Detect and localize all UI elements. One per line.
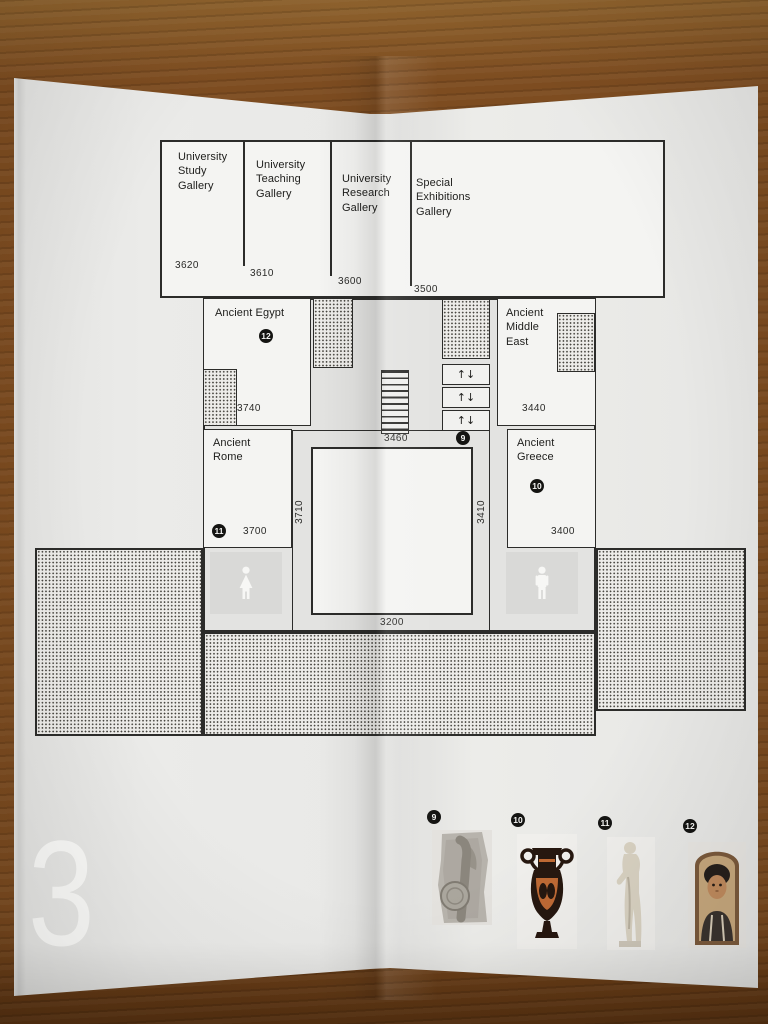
service-area-hatched: [442, 299, 490, 359]
stairs-icon: [381, 370, 409, 434]
marble-statue-artifact-image: [607, 837, 655, 950]
map-marker-11: 11: [212, 524, 226, 538]
legend-marker-9: 9: [427, 810, 441, 824]
legend-marker-10: 10: [511, 813, 525, 827]
room-number-3400: 3400: [551, 526, 575, 537]
gallery-divider-wall: [410, 140, 412, 286]
greek-volute-krater-artifact-image: [517, 834, 577, 949]
elevator-icon: ↑↓: [442, 364, 490, 385]
room-number-3500: 3500: [414, 284, 438, 295]
gallery-label-university-research: University Research Gallery: [342, 173, 392, 214]
room-number-3700: 3700: [243, 526, 267, 537]
page-number: 3: [28, 809, 95, 977]
map-marker-9: 9: [456, 431, 470, 445]
service-area-hatched: [203, 369, 237, 426]
room-label-ancient-rome: Ancient Rome: [213, 437, 251, 464]
service-area-hatched-left: [35, 548, 203, 736]
room-number-3610: 3610: [250, 268, 274, 279]
ancient-rome-room: [203, 429, 292, 548]
male-restroom: [506, 552, 578, 614]
gallery-label-special-exhibitions: Special Exhibitions Gallery: [416, 177, 471, 218]
ancient-greece-room: [507, 429, 596, 548]
male-restroom-icon: [535, 566, 549, 599]
map-marker-10: 10: [530, 479, 544, 493]
room-label-ancient-egypt: Ancient Egypt: [215, 307, 285, 319]
gallery-label-university-teaching: University Teaching Gallery: [256, 159, 306, 200]
service-area-hatched: [557, 313, 595, 372]
corridor-number-3460: 3460: [384, 433, 408, 444]
courtyard: [311, 447, 473, 615]
service-area-hatched-bottom: [203, 632, 596, 736]
corridor-number-3710: 3710: [294, 500, 305, 524]
corridor-number-3410: 3410: [476, 500, 487, 524]
female-restroom: [210, 552, 282, 614]
courtyard-corridor-ring: [292, 430, 490, 632]
stone-relief-artifact-image: [432, 830, 492, 925]
room-number-3600: 3600: [338, 276, 362, 287]
gallery-label-university-study: University Study Gallery: [178, 151, 228, 192]
legend-marker-11: 11: [598, 816, 612, 830]
room-label-ancient-greece: Ancient Greece: [517, 437, 555, 464]
corridor-number-3200: 3200: [380, 617, 404, 628]
elevator-icon: ↑↓: [442, 410, 490, 431]
room-label-ancient-middle-east: Ancient Middle East: [506, 307, 544, 348]
map-marker-12: 12: [259, 329, 273, 343]
elevator-bank: ↑↓ ↑↓ ↑↓: [442, 364, 490, 433]
elevator-icon: ↑↓: [442, 387, 490, 408]
gallery-divider-wall: [330, 140, 332, 276]
upper-galleries-block: [160, 140, 665, 298]
mummy-portrait-artifact-image: [688, 842, 746, 948]
page-edge-highlight: [14, 78, 26, 996]
female-restroom-icon: [239, 566, 253, 599]
room-number-3620: 3620: [175, 260, 199, 271]
service-area-hatched: [313, 298, 353, 368]
legend-marker-12: 12: [683, 819, 697, 833]
gallery-divider-wall: [243, 140, 245, 266]
service-area-hatched-right: [596, 548, 746, 711]
room-number-3740: 3740: [237, 403, 261, 414]
room-number-3440: 3440: [522, 403, 546, 414]
